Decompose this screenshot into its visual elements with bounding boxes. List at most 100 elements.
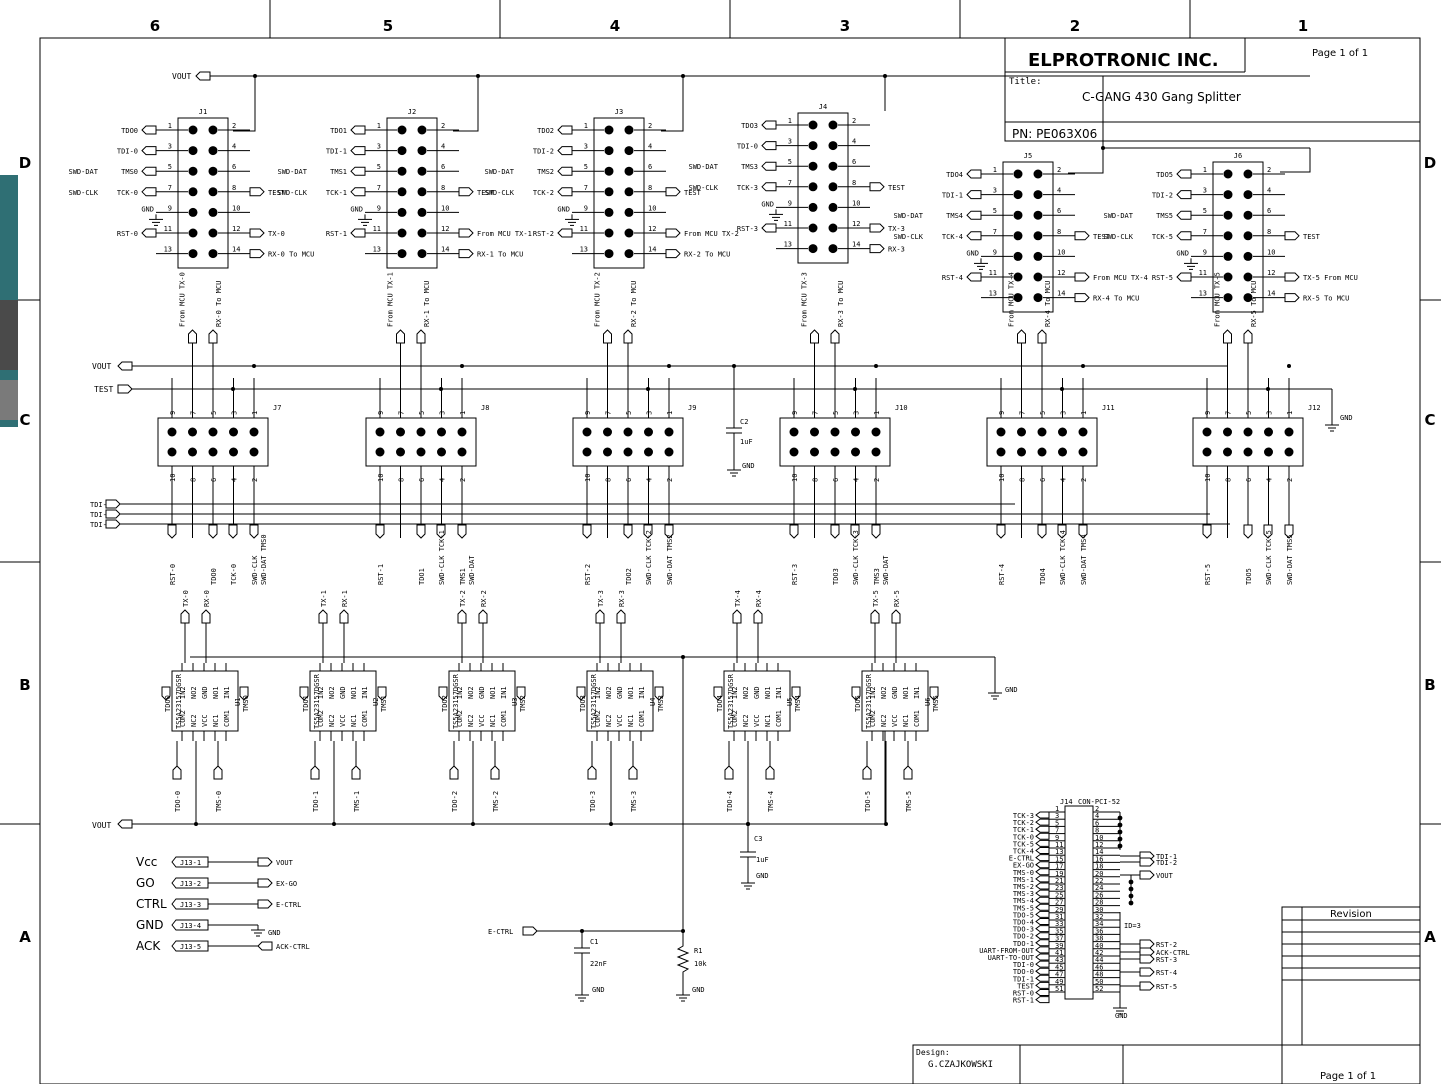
pin-number: 12: [232, 225, 240, 233]
pin-number: 7: [190, 411, 198, 415]
port-flag: [105, 499, 121, 509]
pin-number: 10: [377, 474, 385, 482]
pin-number: 8: [852, 179, 856, 187]
pin-dot: [1013, 231, 1023, 241]
port-flag: [1037, 524, 1047, 539]
pin-number: 14: [1095, 848, 1103, 856]
net-label: VOUT: [1156, 872, 1174, 880]
pin-number: 2: [1095, 805, 1099, 813]
net-label: From MCU TX-1: [387, 272, 395, 327]
pin-dot: [1243, 293, 1253, 303]
pin-dot: [1243, 190, 1253, 200]
net-label: RST-2: [584, 564, 592, 585]
port-flag: [903, 765, 913, 780]
pin-number: 6: [1095, 819, 1099, 827]
net-label: TMS3: [657, 695, 665, 712]
pin-dot: [1033, 293, 1043, 303]
pin-number: 2: [666, 478, 674, 482]
net-label: From MCU TX-2: [594, 272, 602, 327]
zone-row-label: B: [1424, 676, 1435, 694]
pin-number: 29: [1055, 906, 1063, 914]
zone-row-label: C: [1424, 411, 1435, 429]
port-flag: [761, 161, 777, 171]
pin-dot: [1013, 169, 1023, 179]
pin-dot: [208, 166, 218, 176]
pin-dot: [1243, 231, 1253, 241]
edge-photo-strip: [0, 175, 18, 427]
pin-number: 2: [459, 478, 467, 482]
pin-dot: [644, 447, 653, 457]
pin-dot: [188, 125, 198, 135]
port-flag: [180, 609, 190, 624]
port-flag: [1202, 524, 1212, 539]
pin-dot: [604, 187, 614, 197]
net-label: TX-5 From MCU: [1303, 274, 1358, 282]
page-number: Page 1 of 1: [1312, 48, 1368, 59]
header-ref: J6: [1234, 152, 1242, 160]
port-flag: [1176, 231, 1192, 241]
switch-body: [171, 670, 239, 732]
port-flag: [966, 169, 982, 179]
port-flag: [350, 187, 366, 197]
net-label: TDI-2: [1156, 859, 1177, 867]
pin-dot: [1058, 427, 1067, 437]
net-label: TDO3: [579, 695, 587, 712]
junction-dot: [874, 364, 878, 368]
title-block: ELPROTRONIC INC. Page 1 of 1 Title: C-GA…: [1004, 37, 1421, 142]
pin-dot: [828, 182, 838, 192]
net-label: SWD-DAT: [1103, 212, 1133, 220]
net-label: TMS0: [242, 695, 250, 712]
zone-column-label: 2: [1070, 17, 1080, 35]
pin-dot: [1243, 427, 1253, 437]
switch-pin: VCC: [201, 714, 209, 727]
port-flag: [869, 223, 885, 233]
pin-dot: [208, 249, 218, 259]
pin-dot: [396, 447, 405, 457]
port-flag: [791, 686, 801, 701]
pin-number: 6: [852, 158, 856, 166]
pin-number: 9: [377, 411, 385, 415]
port-flag: [105, 519, 121, 529]
port-flag: [603, 329, 612, 344]
pin-dot: [789, 427, 799, 437]
port-flag: [1284, 272, 1300, 282]
net-label: RX-2: [480, 590, 488, 607]
pin-dot: [375, 427, 385, 437]
switch-pin: COM2: [594, 710, 602, 727]
net-label: TDO1: [330, 127, 347, 135]
j13-pin: J13-3: [180, 901, 201, 909]
pin-dot: [1033, 231, 1043, 241]
port-flag: [1035, 910, 1050, 918]
net-label: TDO-3: [589, 791, 597, 812]
switch-ref: U6: [924, 698, 932, 706]
net-label: RST-5: [1204, 564, 1212, 585]
port-flag: [1035, 939, 1050, 947]
switch-pin: NC1: [902, 714, 910, 727]
port-flag: [351, 765, 361, 780]
j13-name: GO: [136, 876, 155, 890]
net-label: SWD-DAT: [688, 163, 718, 171]
pin-number: 18: [1095, 863, 1103, 871]
net-label: TX-0: [268, 230, 285, 238]
net-label: TDI-1: [1013, 975, 1034, 983]
port-flag: [1035, 925, 1050, 933]
pin-dot: [188, 187, 198, 197]
net-label: TCK-2: [533, 189, 554, 197]
net-label: TDI-2: [533, 148, 554, 156]
port-flag: [1035, 811, 1050, 819]
pin-number: 14: [1267, 290, 1275, 298]
switch-pin: NC2: [605, 714, 613, 727]
pin-dot: [1058, 447, 1067, 457]
photo-block: [0, 300, 18, 370]
pin-dot: [188, 207, 198, 217]
pin-number: 10: [1204, 474, 1212, 482]
port-flag: [753, 609, 763, 624]
pin-number: 28: [1095, 899, 1103, 907]
switch-pin: IN1: [223, 686, 231, 699]
pin-number: 11: [1199, 269, 1207, 277]
net-label: RST-4: [1156, 969, 1177, 977]
